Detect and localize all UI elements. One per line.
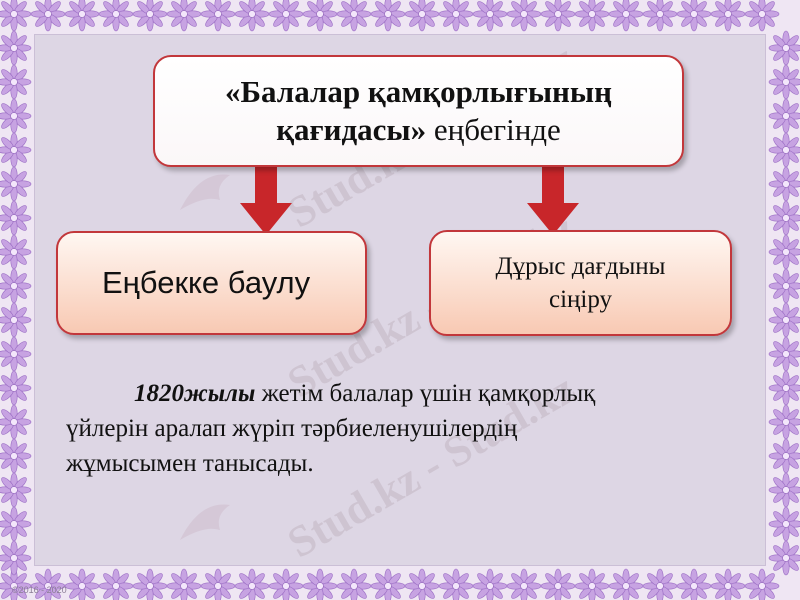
flower-icon xyxy=(336,568,372,600)
flower-icon xyxy=(768,540,800,576)
flower-icon xyxy=(0,98,32,134)
flower-icon xyxy=(0,166,32,202)
flower-icon xyxy=(768,370,800,406)
right-habits-box: Дұрыс дағдыны сіңіру xyxy=(429,230,732,336)
title-line1: «Балалар қамқорлығының xyxy=(225,74,612,109)
flower-icon xyxy=(64,0,100,32)
title-line2: қағидасы» xyxy=(276,112,427,147)
flower-icon xyxy=(370,0,406,32)
flower-icon xyxy=(0,438,32,474)
paragraph-line2: үйлерін аралап жүріп тәрбиеленушілердің xyxy=(66,415,518,442)
flower-icon xyxy=(234,568,270,600)
flower-icon xyxy=(302,568,338,600)
flower-icon xyxy=(404,0,440,32)
flower-icon xyxy=(0,234,32,270)
title-suffix: еңбегінде xyxy=(426,112,561,147)
right-habits-line2: сіңіру xyxy=(548,286,613,313)
flower-icon xyxy=(0,30,32,66)
body-paragraph: 1820жылы жетім балалар үшін қамқорлық үй… xyxy=(66,376,740,481)
flower-icon xyxy=(0,132,32,168)
flower-icon xyxy=(540,568,576,600)
flower-icon xyxy=(0,268,32,304)
flower-icon xyxy=(166,0,202,32)
flower-icon xyxy=(768,404,800,440)
title-box: «Балалар қамқорлығының қағидасы» еңбегін… xyxy=(153,55,684,167)
flower-icon xyxy=(268,0,304,32)
flower-icon xyxy=(30,0,66,32)
flower-icon xyxy=(302,0,338,32)
flower-icon xyxy=(132,0,168,32)
right-habits-line1: Дұрыс дағдыны xyxy=(495,253,666,280)
flower-icon xyxy=(0,404,32,440)
flower-icon xyxy=(710,568,746,600)
flower-icon xyxy=(768,302,800,338)
flower-icon xyxy=(268,568,304,600)
flower-icon xyxy=(642,0,678,32)
flower-icon xyxy=(676,568,712,600)
flower-icon xyxy=(768,234,800,270)
flower-icon xyxy=(768,438,800,474)
flower-icon xyxy=(132,568,168,600)
flower-icon xyxy=(438,0,474,32)
flower-icon xyxy=(98,568,134,600)
flower-icon xyxy=(64,568,100,600)
arrow-down-left-icon xyxy=(240,165,292,235)
flower-icon xyxy=(768,506,800,542)
flower-icon xyxy=(0,336,32,372)
labor-training-label: Еңбекке баулу xyxy=(102,265,311,300)
flower-icon xyxy=(574,0,610,32)
flower-icon xyxy=(768,98,800,134)
flower-icon xyxy=(0,200,32,236)
flower-icon xyxy=(0,64,32,100)
flower-icon xyxy=(768,30,800,66)
flower-icon xyxy=(642,568,678,600)
flower-icon xyxy=(768,336,800,372)
flower-icon xyxy=(472,568,508,600)
footer-stamp: ©2016 - 2020 xyxy=(12,585,67,595)
flower-icon xyxy=(438,568,474,600)
flower-icon xyxy=(370,568,406,600)
flower-icon xyxy=(710,0,746,32)
flower-icon xyxy=(608,0,644,32)
arrow-down-right-icon xyxy=(527,165,579,235)
flower-icon xyxy=(0,506,32,542)
flower-icon xyxy=(768,200,800,236)
flower-icon xyxy=(336,0,372,32)
flower-icon xyxy=(574,568,610,600)
flower-icon xyxy=(166,568,202,600)
flower-icon xyxy=(200,568,236,600)
flower-icon xyxy=(472,0,508,32)
flower-icon xyxy=(768,64,800,100)
flower-icon xyxy=(98,0,134,32)
labor-training-box: Еңбекке баулу xyxy=(56,231,367,335)
flower-icon xyxy=(0,370,32,406)
flower-icon xyxy=(0,472,32,508)
flower-icon xyxy=(506,0,542,32)
flower-icon xyxy=(0,302,32,338)
flower-icon xyxy=(0,540,32,576)
flower-icon xyxy=(768,472,800,508)
flower-icon xyxy=(540,0,576,32)
flower-icon xyxy=(506,568,542,600)
flower-icon xyxy=(768,166,800,202)
flower-icon xyxy=(676,0,712,32)
flower-icon xyxy=(768,268,800,304)
flower-icon xyxy=(768,132,800,168)
flower-icon xyxy=(744,568,780,600)
flower-icon xyxy=(234,0,270,32)
paragraph-line3: жұмысымен танысады. xyxy=(66,450,314,477)
flower-icon xyxy=(404,568,440,600)
flower-icon xyxy=(200,0,236,32)
flower-icon xyxy=(744,0,780,32)
flower-icon xyxy=(608,568,644,600)
paragraph-line1: жетім балалар үшін қамқорлық xyxy=(255,380,596,407)
year-highlight: 1820жылы xyxy=(134,380,256,407)
